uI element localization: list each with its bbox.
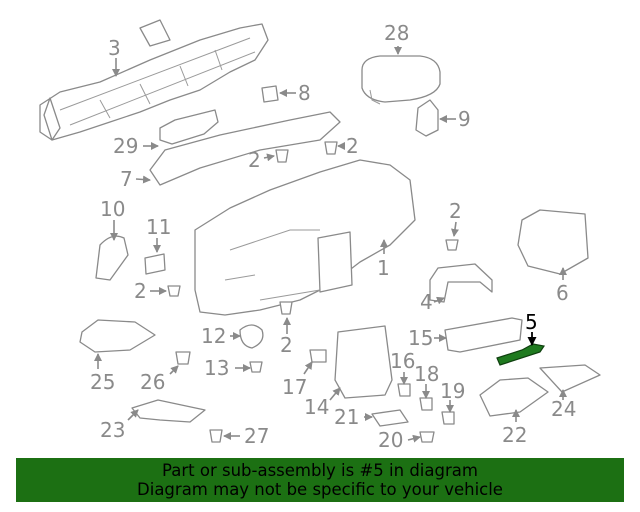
callout-5: 5	[525, 310, 538, 334]
callout-25: 25	[90, 370, 115, 394]
callout-15: 15	[408, 326, 433, 350]
part-9-bracket	[415, 99, 439, 137]
part-glovebox-door	[361, 55, 441, 105]
callout-19: 19	[440, 379, 465, 403]
callout-1: 1	[377, 256, 390, 280]
callout-18: 18	[414, 362, 439, 386]
part-6-duct	[517, 209, 589, 275]
part-4-bracket	[429, 263, 493, 303]
part-8-clip	[261, 85, 279, 103]
part-23-duct	[131, 399, 206, 423]
part-22-panel	[479, 377, 549, 417]
callout-28: 28	[384, 21, 409, 45]
callout-3: 3	[108, 36, 121, 60]
callout-7: 7	[120, 167, 133, 191]
leader-lines	[94, 46, 567, 443]
callout-27: 27	[244, 424, 269, 448]
callout-13: 13	[204, 356, 229, 380]
callout-22: 22	[502, 423, 527, 447]
part-21-mat	[371, 409, 409, 427]
callout-12: 12	[201, 324, 226, 348]
callout-9: 9	[458, 107, 471, 131]
part-10-panel	[95, 235, 129, 281]
callout-2-top: 2	[346, 134, 359, 158]
callout-20: 20	[378, 428, 403, 452]
callout-21: 21	[334, 405, 359, 429]
callout-6: 6	[556, 281, 569, 305]
part-15-panel	[444, 317, 523, 353]
callout-23: 23	[100, 418, 125, 442]
callout-14: 14	[304, 395, 329, 419]
callout-26: 26	[140, 370, 165, 394]
callout-2-bottom: 2	[280, 333, 293, 357]
callout-29: 29	[113, 134, 138, 158]
callout-17: 17	[282, 375, 307, 399]
part-instrument-panel	[194, 159, 416, 316]
part-defroster-panel	[149, 111, 341, 186]
callout-10: 10	[100, 197, 125, 221]
parts-diagram: 3 28 8 9 29 2 2 7 10 11 1 2 6 2 4 2 12 5…	[39, 19, 601, 452]
callout-2-right: 2	[449, 199, 462, 223]
callout-numbers: 3 28 8 9 29 2 2 7 10 11 1 2 6 2 4 2 12 5…	[90, 21, 576, 452]
callout-24: 24	[551, 397, 576, 421]
part-5-highlighted	[496, 343, 546, 366]
banner-line-1: Part or sub-assembly is #5 in diagram	[162, 461, 478, 480]
fasteners	[167, 141, 459, 443]
part-29-bracket	[159, 109, 219, 145]
callout-2-mid: 2	[248, 148, 261, 172]
part-14-console	[334, 325, 393, 399]
part-25-duct	[79, 319, 156, 353]
part-24-tray	[539, 364, 601, 393]
callout-2-left: 2	[134, 279, 147, 303]
callout-8: 8	[298, 81, 311, 105]
callout-4: 4	[420, 290, 433, 314]
callout-16: 16	[390, 349, 415, 373]
part-11-pad	[144, 253, 166, 275]
banner-line-2: Diagram may not be specific to your vehi…	[137, 480, 503, 499]
part-12-vent	[239, 324, 264, 349]
callout-11: 11	[146, 215, 171, 239]
part-cross-car-beam	[39, 19, 269, 141]
info-banner: Part or sub-assembly is #5 in diagram Di…	[16, 458, 624, 502]
